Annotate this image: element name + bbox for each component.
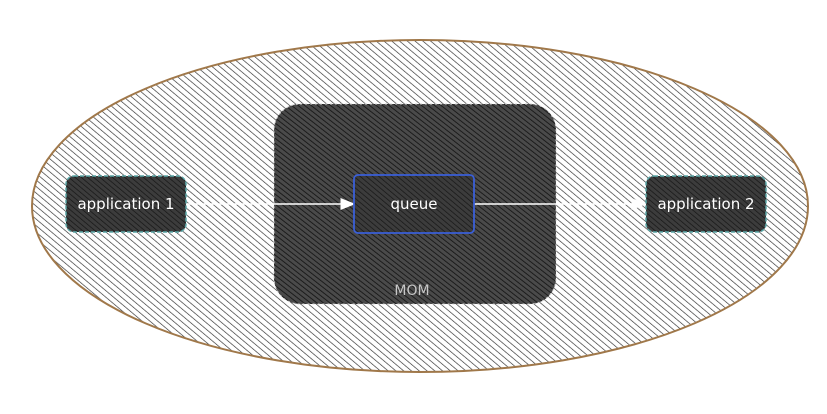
node-application-2-label: application 2 (657, 195, 754, 213)
node-application-1[interactable]: application 1 (65, 175, 187, 233)
node-application-2[interactable]: application 2 (645, 175, 767, 233)
node-application-1-label: application 1 (77, 195, 174, 213)
mom-label: MOM (394, 283, 429, 299)
node-queue-label: queue (391, 195, 438, 213)
node-queue[interactable]: queue (353, 174, 475, 234)
